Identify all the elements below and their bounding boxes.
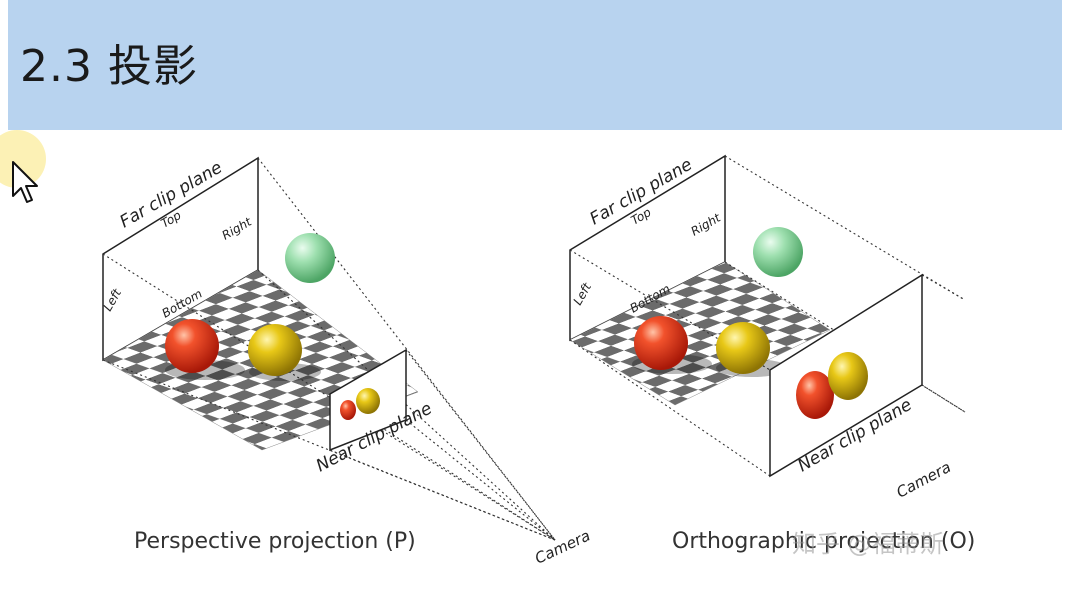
ortho-yellow-sphere xyxy=(716,322,770,374)
orthographic-diagram: Far clip plane Top Right Left Bottom Nea… xyxy=(569,155,975,554)
ortho-camera-label: Camera xyxy=(893,458,953,502)
persp-camera-label: Camera xyxy=(532,526,593,567)
red-sphere xyxy=(165,319,219,373)
mouse-cursor-icon xyxy=(12,161,38,203)
near-yellow-image xyxy=(356,388,380,414)
watermark-text: 知乎 @福蒂斯 xyxy=(792,530,944,558)
ortho-checker-floor xyxy=(569,261,831,406)
yellow-sphere xyxy=(248,324,302,376)
near-red-image xyxy=(340,400,356,420)
ortho-green-sphere xyxy=(753,227,803,277)
green-sphere xyxy=(285,233,335,283)
slide-title: 2.3 投影 xyxy=(20,41,198,92)
ortho-near-red-image xyxy=(796,371,834,419)
ortho-caption: Orthographic projection (O) xyxy=(672,529,975,554)
perspective-diagram: Far clip plane Top Right Left Bottom Nea… xyxy=(100,156,593,568)
ortho-near-yellow-image xyxy=(828,352,868,400)
title-bar: 2.3 投影 xyxy=(8,0,1062,130)
ortho-red-sphere xyxy=(634,316,688,370)
persp-caption: Perspective projection (P) xyxy=(134,529,416,554)
